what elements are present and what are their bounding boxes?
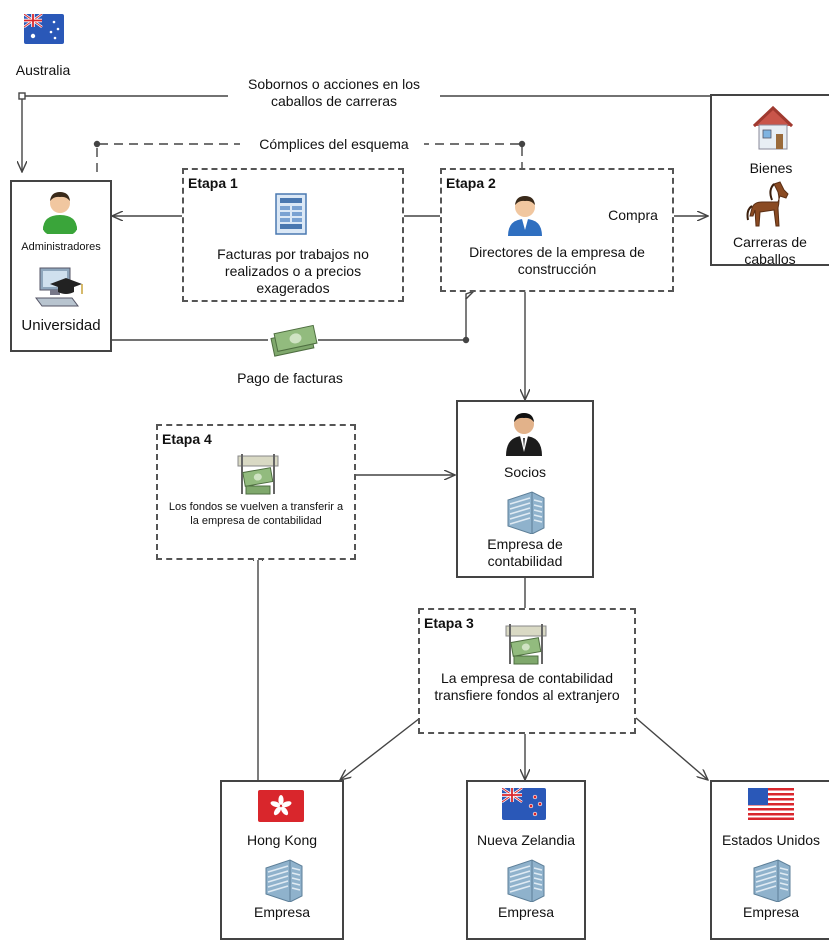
accounting-firm-label: Empresa de contabilidad bbox=[487, 536, 563, 569]
building-icon-hk bbox=[260, 858, 306, 903]
computer-icon bbox=[32, 266, 88, 310]
partners-label: Socios bbox=[503, 464, 547, 480]
new-zealand-label: Nueva Zelandia bbox=[476, 832, 576, 848]
businessman-icon bbox=[504, 408, 544, 458]
nz-flag-icon bbox=[501, 786, 546, 820]
stage2-text: Directores de la empresa de construcción bbox=[469, 244, 645, 277]
horse-racing-label: Carreras de caballos bbox=[733, 234, 807, 267]
purchase-label: Compra bbox=[594, 207, 672, 224]
au-flag-icon bbox=[23, 12, 64, 44]
stage1-text: Facturas por trabajos no realizados o a … bbox=[217, 246, 369, 296]
invoice-icon bbox=[274, 192, 308, 236]
united-states-company-label: Empresa bbox=[742, 904, 800, 920]
person-green-icon bbox=[40, 188, 80, 237]
us-flag-icon bbox=[748, 788, 794, 820]
horse-icon bbox=[744, 180, 796, 228]
building-icon bbox=[502, 490, 548, 535]
person-blue-icon bbox=[505, 192, 545, 238]
stage2-title: Etapa 2 bbox=[446, 175, 496, 191]
stage2-box bbox=[440, 168, 674, 292]
stage3-text: La empresa de contabilidad transfiere fo… bbox=[434, 670, 620, 703]
bribe-line-node bbox=[18, 92, 26, 100]
building-icon-nz bbox=[502, 858, 548, 903]
new-zealand-company-label: Empresa bbox=[497, 904, 555, 920]
hong-kong-company-label: Empresa bbox=[253, 904, 311, 920]
payment-arrow bbox=[466, 291, 474, 340]
administrators-label: Administradores bbox=[21, 241, 101, 253]
accomplices-dot-left bbox=[93, 140, 101, 148]
stage3-to-us-arrow bbox=[635, 717, 708, 780]
transfer-icon bbox=[232, 450, 284, 498]
money-icon bbox=[266, 324, 320, 358]
stage3-title: Etapa 3 bbox=[424, 615, 474, 631]
hong-kong-label: Hong Kong bbox=[246, 832, 318, 848]
accomplices-label: Cómplices del esquema bbox=[244, 136, 424, 153]
transfer-icon-stage3 bbox=[500, 620, 552, 668]
house-icon bbox=[750, 104, 796, 152]
payment-label: Pago de facturas bbox=[237, 370, 343, 386]
australia-label: Australia bbox=[15, 62, 71, 78]
hk-flag-icon bbox=[258, 790, 304, 822]
assets-label: Bienes bbox=[749, 160, 793, 176]
university-label: Universidad bbox=[21, 317, 101, 334]
stage3-to-hk-arrow bbox=[340, 717, 421, 780]
accomplices-line bbox=[96, 143, 523, 172]
stage4-title: Etapa 4 bbox=[162, 431, 212, 447]
united-states-label: Estados Unidos bbox=[721, 832, 821, 848]
bribes-label: Sobornos o acciones en los caballos de c… bbox=[228, 76, 440, 110]
building-icon-us bbox=[748, 858, 794, 903]
stage1-box bbox=[182, 168, 404, 302]
accomplices-dot-right bbox=[518, 140, 526, 148]
stage4-text: Los fondos se vuelven a transferir a la … bbox=[168, 501, 344, 527]
stage1-title: Etapa 1 bbox=[188, 175, 238, 191]
